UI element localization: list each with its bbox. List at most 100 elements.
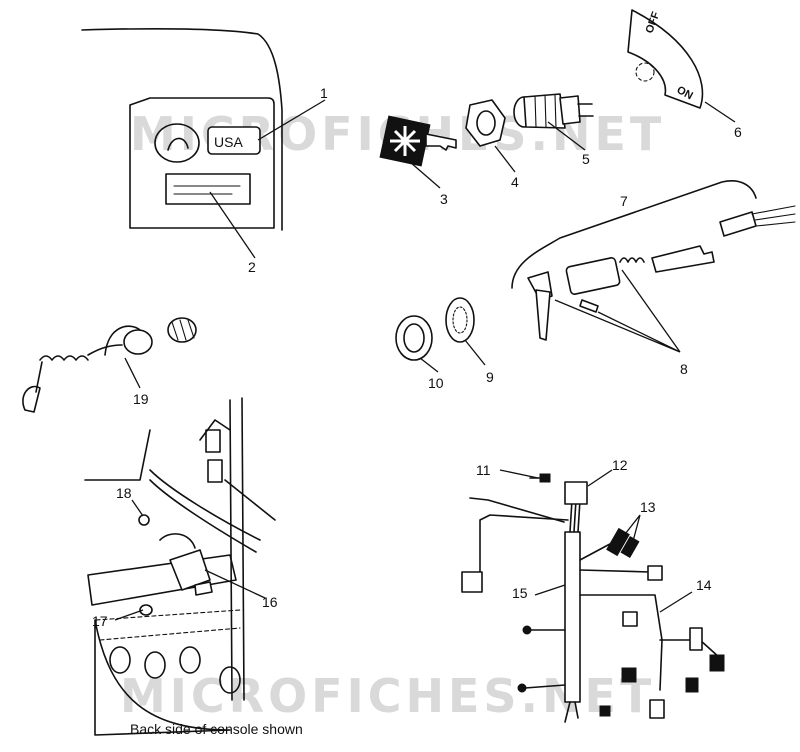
leader-14 [659, 591, 693, 613]
leader-10 [419, 357, 439, 373]
backside-rail [87, 554, 237, 606]
callout-4: 4 [511, 174, 519, 190]
leader-17 [114, 609, 144, 621]
leader-19 [124, 357, 141, 389]
switch-plunger [651, 245, 715, 273]
nut-hole [476, 110, 496, 136]
hex-nut [465, 99, 506, 147]
decal-off-text: OFF [644, 10, 663, 35]
callout-3: 3 [440, 191, 448, 207]
leader-18 [131, 499, 144, 517]
washer-teeth [452, 306, 468, 334]
console-group: USA [81, 28, 283, 231]
callout-2: 2 [248, 259, 256, 275]
leader-3 [409, 161, 441, 189]
ring-terminal-2 [517, 683, 527, 693]
connector-wires [751, 205, 796, 227]
key-switch-lever [167, 137, 189, 151]
lower-connector-1 [621, 667, 637, 683]
backside-hole-2 [144, 651, 166, 679]
washer-outer [445, 297, 475, 343]
backside-hole-3 [179, 646, 201, 674]
tether-clip-link [35, 361, 43, 393]
leader-8 [554, 269, 681, 353]
callout-10: 10 [428, 375, 444, 391]
bezel-ring [395, 315, 433, 361]
callout-6: 6 [734, 124, 742, 140]
right-connector-black [709, 654, 725, 672]
backside-harness-strip-2 [149, 479, 257, 553]
console-panel [129, 97, 275, 229]
callout-14: 14 [696, 577, 712, 593]
callout-15: 15 [512, 585, 528, 601]
leader-12 [587, 469, 613, 487]
nut-small [139, 604, 153, 616]
leader-15 [534, 584, 566, 596]
ignition-switch-mounted [169, 549, 211, 591]
console-backside [84, 397, 276, 736]
tether-loop [104, 325, 141, 356]
right-branch-main [579, 594, 663, 691]
throttle-switch-assembly [511, 180, 796, 341]
leader-13 [621, 514, 641, 546]
decal-outline [627, 9, 704, 109]
tether-clip [22, 385, 41, 413]
backside-frame-top [84, 419, 231, 481]
left-branch-2 [469, 497, 565, 523]
leader-5 [547, 121, 586, 151]
backside-cable [224, 479, 276, 521]
callout-17: 17 [92, 613, 108, 629]
leader-9 [464, 339, 486, 366]
tether-cord [87, 344, 123, 356]
mounted-switch-wire [159, 533, 196, 549]
callout-19: 19 [133, 391, 149, 407]
callout-numbers: 1 2 3 4 5 6 7 8 9 10 11 12 13 14 15 16 1… [92, 85, 742, 629]
backside-slot-1 [205, 429, 221, 453]
switch-threads [534, 94, 557, 129]
switch-spring [619, 257, 645, 263]
watermark-bottom: MICROFICHES.NET [120, 669, 655, 723]
backside-caption: Back side of console shown [130, 721, 303, 737]
backside-post [229, 397, 245, 701]
right-connector-lower [685, 677, 699, 693]
callout-8: 8 [680, 361, 688, 377]
switch-body [523, 93, 566, 129]
key-blade [425, 133, 457, 151]
backside-hole-1 [109, 646, 131, 674]
bezel-outer [395, 315, 433, 361]
backside-harness-strip [149, 469, 261, 541]
leader-16 [204, 569, 266, 599]
ring-terminal-1 [522, 625, 532, 635]
key-logo [390, 126, 420, 156]
lower-connector-2 [649, 699, 665, 719]
ignition-switch [513, 93, 594, 129]
switch-barrel [565, 257, 621, 295]
right-connector-mid [689, 627, 703, 651]
toothed-washer [445, 297, 475, 343]
right-branch-upper [579, 569, 651, 573]
left-lead-2 [524, 684, 566, 689]
bezel-inner [403, 323, 425, 353]
callout-9: 9 [486, 369, 494, 385]
backside-lower-panel [94, 619, 231, 736]
callout-5: 5 [582, 151, 590, 167]
safety-tether [22, 317, 197, 413]
harness-top-wires [569, 499, 581, 533]
warning-decal [165, 173, 251, 205]
assembly-bracket [511, 180, 757, 289]
right-connector-upper [647, 565, 663, 581]
tether-coil [39, 355, 89, 361]
roll-pin [579, 299, 599, 313]
bottom-terminal [599, 705, 611, 717]
screw-head [138, 514, 150, 526]
callout-13: 13 [640, 499, 656, 515]
backside-rivet-row [95, 609, 241, 641]
callout-1: 1 [320, 85, 328, 101]
switch-terminals [577, 103, 594, 117]
switch-rear [559, 95, 581, 125]
wire-connector [719, 211, 757, 237]
backside-slot-2 [207, 459, 223, 483]
usa-decal [207, 126, 261, 155]
ignition-key [379, 115, 457, 167]
